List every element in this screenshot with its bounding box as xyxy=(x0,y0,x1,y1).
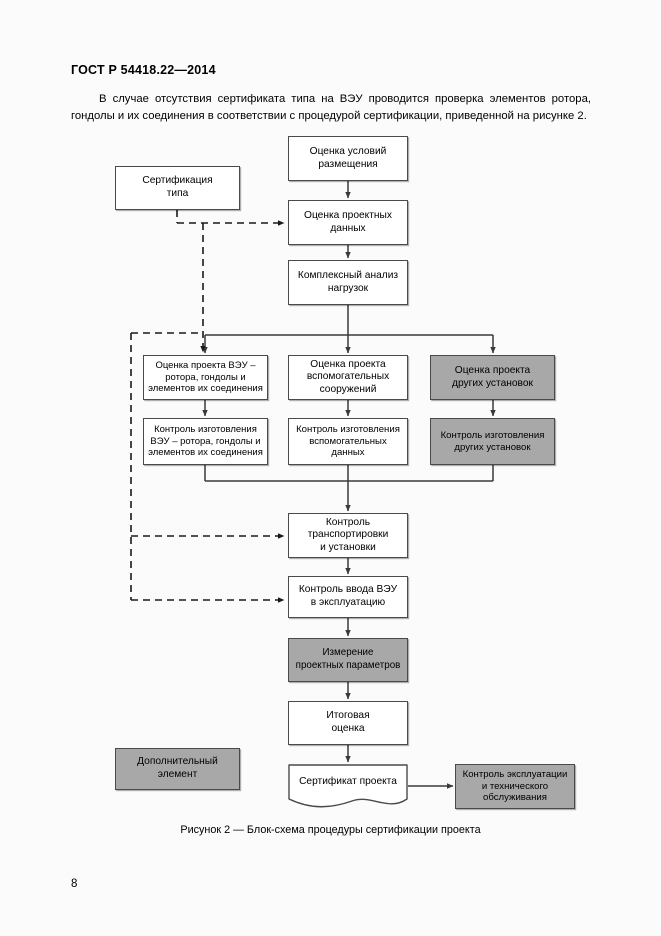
node-label: Комплексный анализ нагрузок xyxy=(297,269,399,294)
node-operation-maintenance-control[interactable]: Контроль эксплуатации и технического обс… xyxy=(455,764,575,809)
node-wtg-manufacturing-control[interactable]: Контроль изготовления ВЭУ – ротора, гонд… xyxy=(143,418,268,465)
node-label: Контроль эксплуатации и технического обс… xyxy=(462,768,568,804)
document-shape-icon xyxy=(288,764,408,808)
node-label: Дополнительный элемент xyxy=(137,756,218,780)
node-optional-element-legend: Дополнительный элемент xyxy=(115,748,240,790)
node-support-structures-design-assessment[interactable]: Оценка проекта вспомогательных сооружени… xyxy=(288,355,408,400)
node-design-data-assessment[interactable]: Оценка проектных данных xyxy=(288,200,408,245)
node-label: Контроль изготовления вспомогательных да… xyxy=(296,423,400,459)
node-label: Оценка проектных данных xyxy=(304,209,392,234)
standard-number-header: ГОСТ Р 54418.22—2014 xyxy=(71,63,216,77)
node-integrated-load-analysis[interactable]: Комплексный анализ нагрузок xyxy=(288,260,408,305)
node-label: Оценка проекта других установок xyxy=(452,364,533,389)
node-label: Измерение проектных параметров xyxy=(295,647,401,671)
node-label: Контроль транспортировки и установки xyxy=(307,516,389,553)
node-label: Оценка условий размещения xyxy=(309,145,387,170)
intro-paragraph: В случае отсутствия сертификата типа на … xyxy=(71,93,591,122)
node-label: Контроль ввода ВЭУ в эксплуатацию xyxy=(298,584,398,608)
node-label: Сертификат проекта xyxy=(299,775,397,787)
node-design-parameters-measurement[interactable]: Измерение проектных параметров xyxy=(288,638,408,682)
node-label: Оценка проекта ВЭУ – ротора, гондолы и э… xyxy=(148,360,263,395)
node-transport-installation-control[interactable]: Контроль транспортировки и установки xyxy=(288,513,408,558)
node-final-assessment[interactable]: Итоговая оценка xyxy=(288,701,408,745)
node-other-manufacturing-control[interactable]: Контроль изготовления других установок xyxy=(430,418,555,465)
node-commissioning-control[interactable]: Контроль ввода ВЭУ в эксплуатацию xyxy=(288,576,408,618)
node-site-conditions-assessment[interactable]: Оценка условий размещения xyxy=(288,136,408,181)
node-label: Итоговая оценка xyxy=(326,710,370,734)
node-type-certification[interactable]: Сертификация типа xyxy=(115,166,240,210)
node-label: Сертификация типа xyxy=(142,175,213,199)
node-design-certificate[interactable]: Сертификат проекта xyxy=(288,764,408,810)
figure-caption: Рисунок 2 — Блок-схема процедуры сертифи… xyxy=(180,824,481,836)
page-number: 8 xyxy=(71,878,78,890)
node-wtg-design-assessment[interactable]: Оценка проекта ВЭУ – ротора, гондолы и э… xyxy=(143,355,268,400)
node-label: Оценка проекта вспомогательных сооружени… xyxy=(306,358,390,395)
node-other-installations-design-assessment[interactable]: Оценка проекта других установок xyxy=(430,355,555,400)
node-label: Контроль изготовления ВЭУ – ротора, гонд… xyxy=(148,424,263,459)
node-label: Контроль изготовления других установок xyxy=(440,429,545,453)
node-support-manufacturing-control[interactable]: Контроль изготовления вспомогательных да… xyxy=(288,418,408,465)
